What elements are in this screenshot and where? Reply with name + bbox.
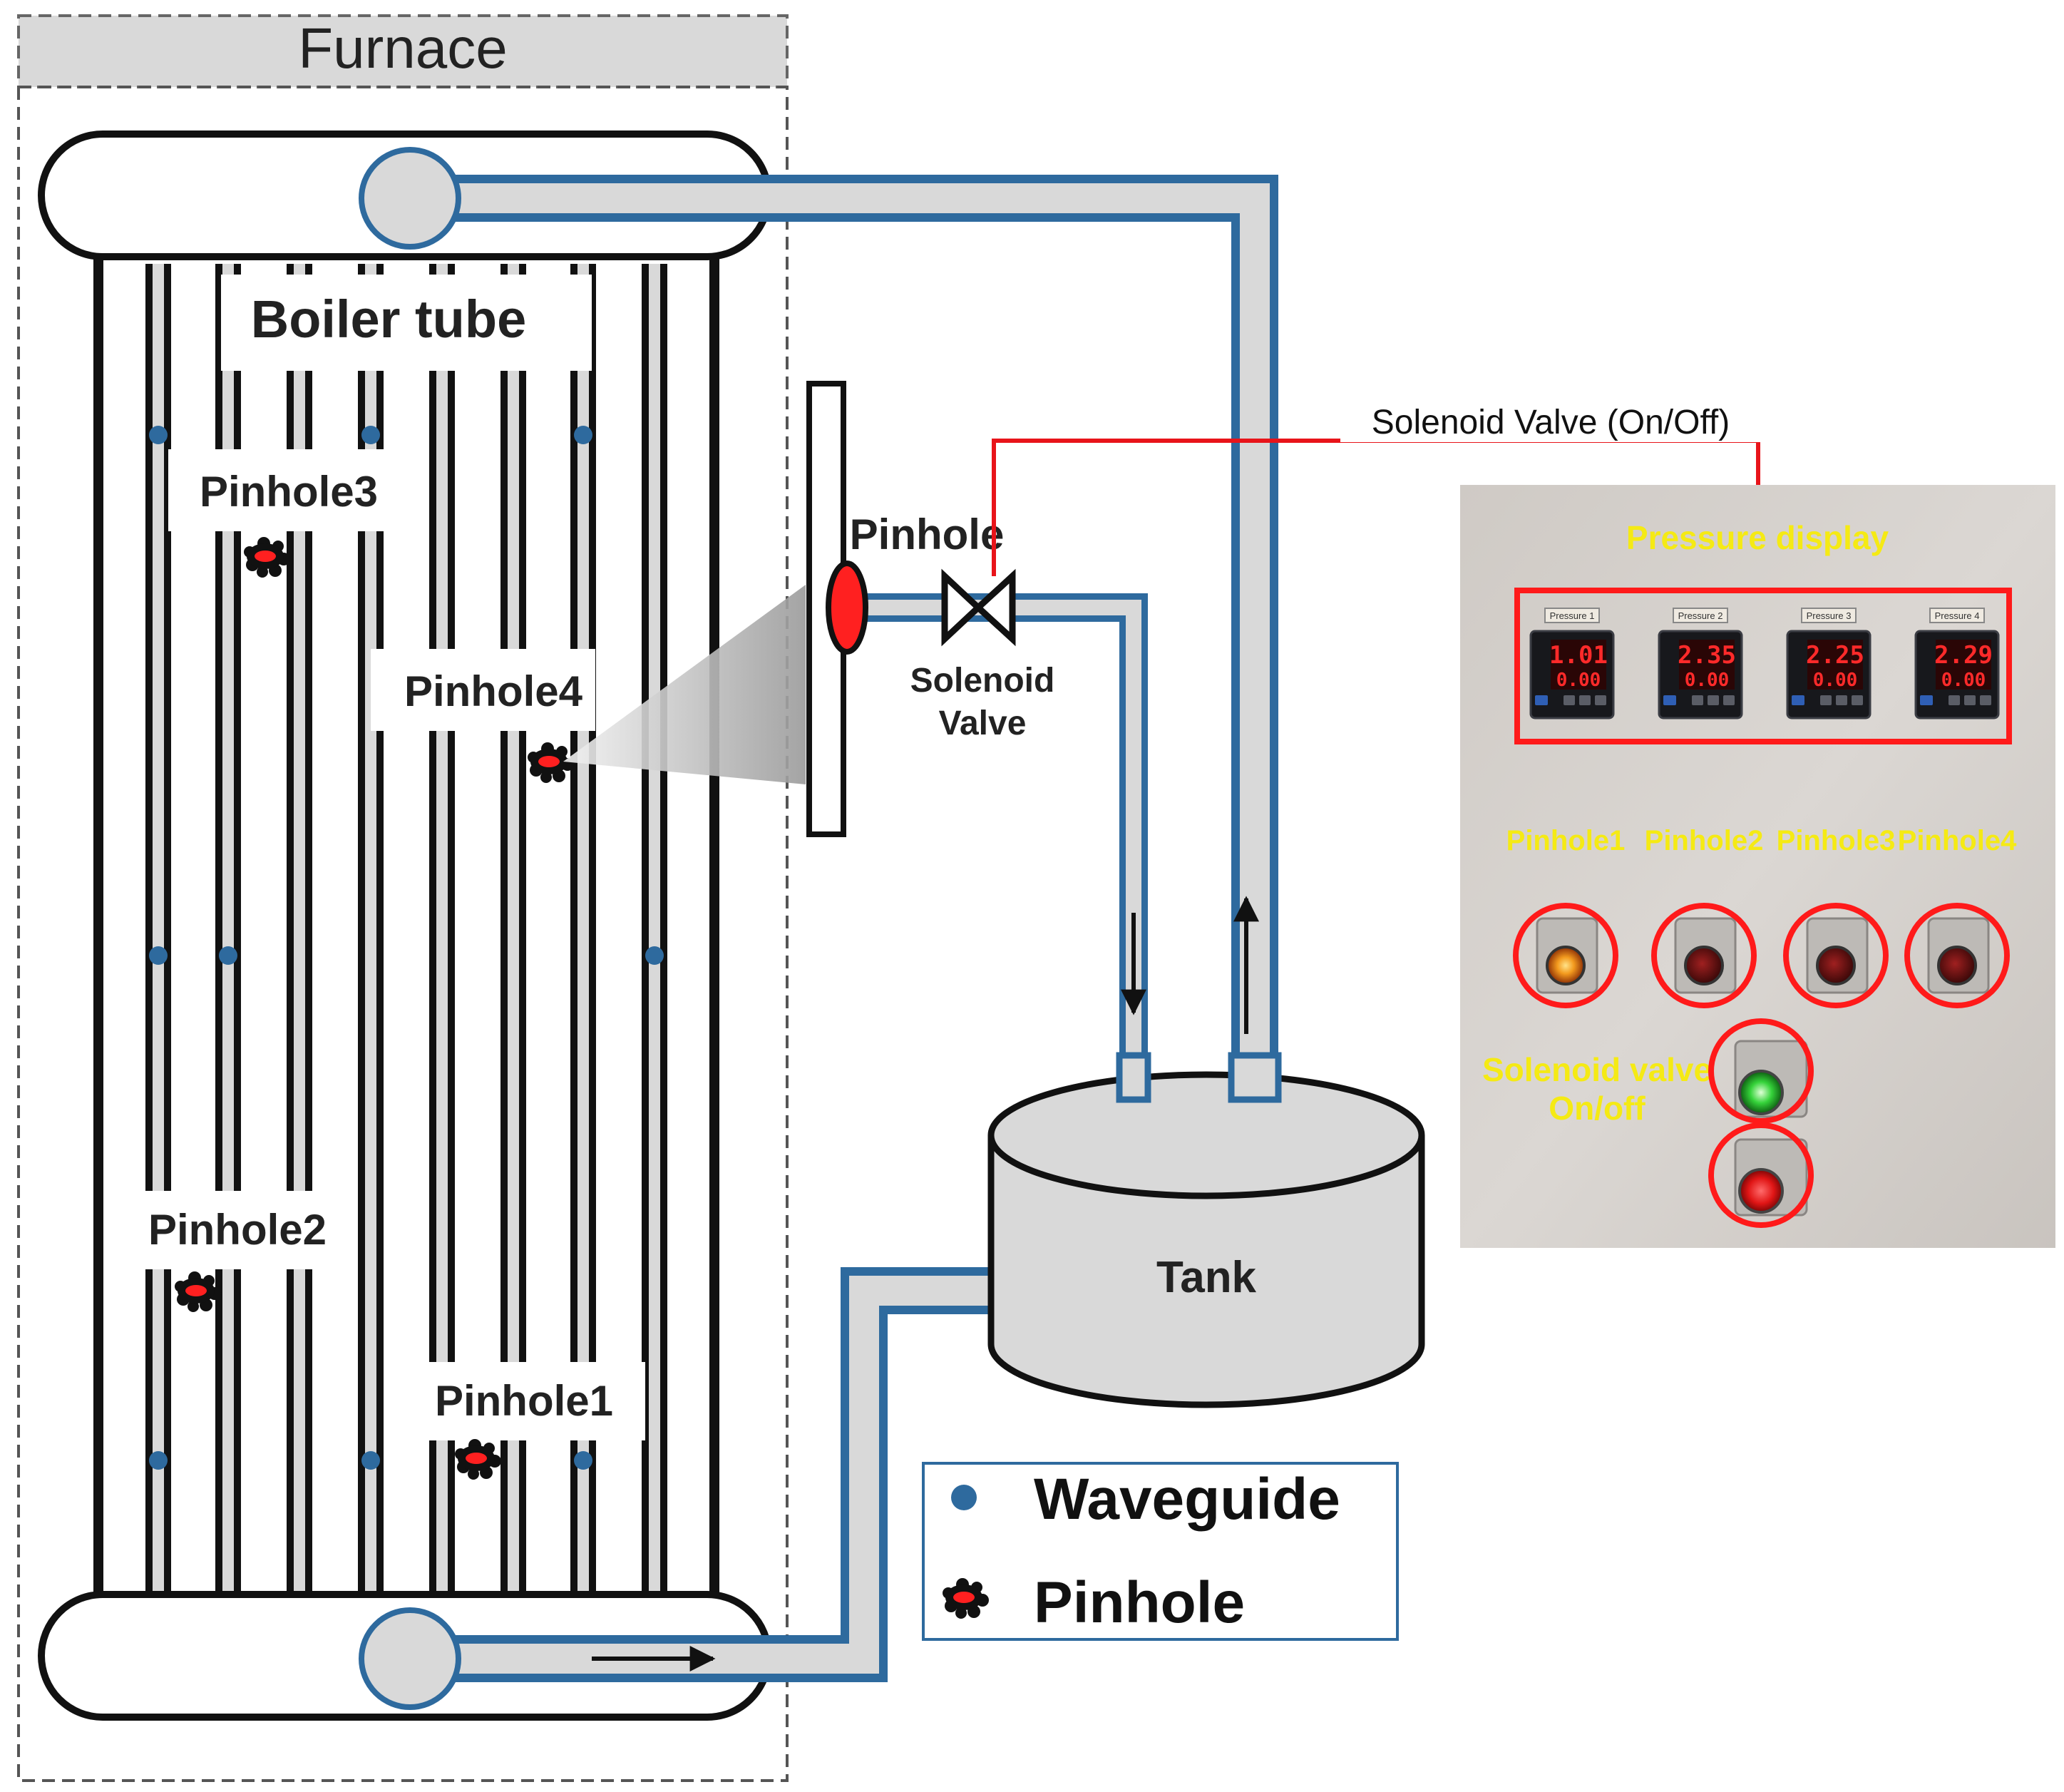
panel-solenoid-label-1: Solenoid valve [1482,1051,1712,1088]
inset-pinhole-label: Pinhole [850,511,1005,558]
pressure-display-box [1514,588,2012,744]
inset-pinhole-mark [826,560,868,655]
top-header-port [359,147,461,250]
legend-waveguide-label: Waveguide [1034,1467,1340,1532]
boiler-tube-label-bg [221,275,592,371]
zoom-cone [563,585,806,784]
pinhole4-label-bg [371,649,595,731]
legend-box [922,1462,1399,1641]
waveguide-dot [219,946,237,965]
solenoid-on-button[interactable] [1708,1018,1814,1124]
control-panel-wall [1460,485,2055,1248]
pressure-gauge: Pressure 3 2.250.00 [1786,608,1872,720]
gauge-value: 2.25 [1806,641,1864,670]
switch-label: Pinhole3 [1777,825,1896,856]
gauge-name: Pressure 4 [1935,610,1980,621]
control-line-label-bg [1340,399,1761,442]
pinhole1-label-bg [421,1362,645,1440]
bottom-header-port [359,1607,461,1710]
waveguide-dot [574,1451,592,1470]
waveguide-dot [149,946,168,965]
gauge-sub-value: 0.00 [1556,670,1601,691]
pinhole-switch[interactable] [1783,903,1889,1008]
furnace-boundary [17,86,789,1782]
legend-pinhole-label: Pinhole [1034,1570,1245,1635]
tank [987,1071,1425,1408]
gauge-name: Pressure 2 [1678,610,1723,621]
legend-waveguide-dot [951,1485,977,1510]
gauge-value: 1.01 [1549,641,1608,670]
gauge-value: 2.29 [1934,641,1993,670]
pinhole3-mark [244,537,290,578]
waveguide-dot [149,426,168,444]
pinhole-switch[interactable] [1513,903,1618,1008]
pinhole2-label-bg [137,1191,340,1269]
gauge-sub-value: 0.00 [1813,670,1858,691]
pinhole3-label: Pinhole3 [200,468,378,516]
waveguide-dot [574,426,592,444]
pinhole4-label: Pinhole4 [404,667,583,715]
pinhole2-label: Pinhole2 [148,1206,327,1254]
pinhole3-label-bg [168,449,386,531]
control-panel: Pressure display Pressure 11.010.00Press… [1460,485,2055,1248]
boiler-tube [642,264,667,1594]
pinhole-switch[interactable] [1904,903,2010,1008]
pressure-gauge: Pressure 4 2.290.00 [1914,608,2000,720]
tank-inlet-stub [1116,1052,1151,1103]
pressure-gauge: Pressure 2 2.350.00 [1658,608,1743,720]
pinhole2-mark [175,1271,221,1312]
gauge-name: Pressure 3 [1807,610,1852,621]
solenoid-valve-symbol [941,568,1016,647]
tank-label: Tank [1156,1253,1257,1302]
waveguide-dot [361,1451,380,1470]
pinhole-switches [1513,903,2010,1008]
boiler-tube [145,264,171,1594]
furnace-label: Furnace [298,16,507,80]
pinhole4-mark [528,742,574,783]
panel-solenoid-label-2: On/off [1549,1090,1645,1127]
gauge-sub-value: 0.00 [1685,670,1730,691]
inset-solenoid-label-2: Valve [939,705,1027,742]
switch-label: Pinhole1 [1506,825,1626,856]
boiler-tube-bank [93,257,719,1597]
pinhole-switch[interactable] [1651,903,1757,1008]
gauge-name: Pressure 1 [1550,610,1595,621]
tank-outlet-stub [1228,1052,1282,1103]
furnace-header [17,14,789,88]
solenoid-off-button[interactable] [1708,1122,1814,1228]
panel-title: Pressure display [1626,519,1889,556]
inset-solenoid-label-1: Solenoid [910,662,1055,700]
boiler-tube-label: Boiler tube [251,290,526,349]
switch-label: Pinhole4 [1898,825,2017,856]
pressure-gauge: Pressure 1 1.010.00 [1529,608,1615,720]
gauge-value: 2.35 [1678,641,1736,670]
waveguide-dot [645,946,664,965]
waveguide-dot [149,1451,168,1470]
switch-label: Pinhole2 [1645,825,1764,856]
pinhole1-mark [455,1439,501,1480]
gauge-sub-value: 0.00 [1941,670,1986,691]
furnace: Furnace [17,14,789,1782]
pinhole1-label: Pinhole1 [435,1377,613,1425]
legend: Waveguide Pinhole [922,1462,1399,1641]
control-line-label: Solenoid Valve (On/Off) [1372,404,1730,441]
waveguide-dot [361,426,380,444]
